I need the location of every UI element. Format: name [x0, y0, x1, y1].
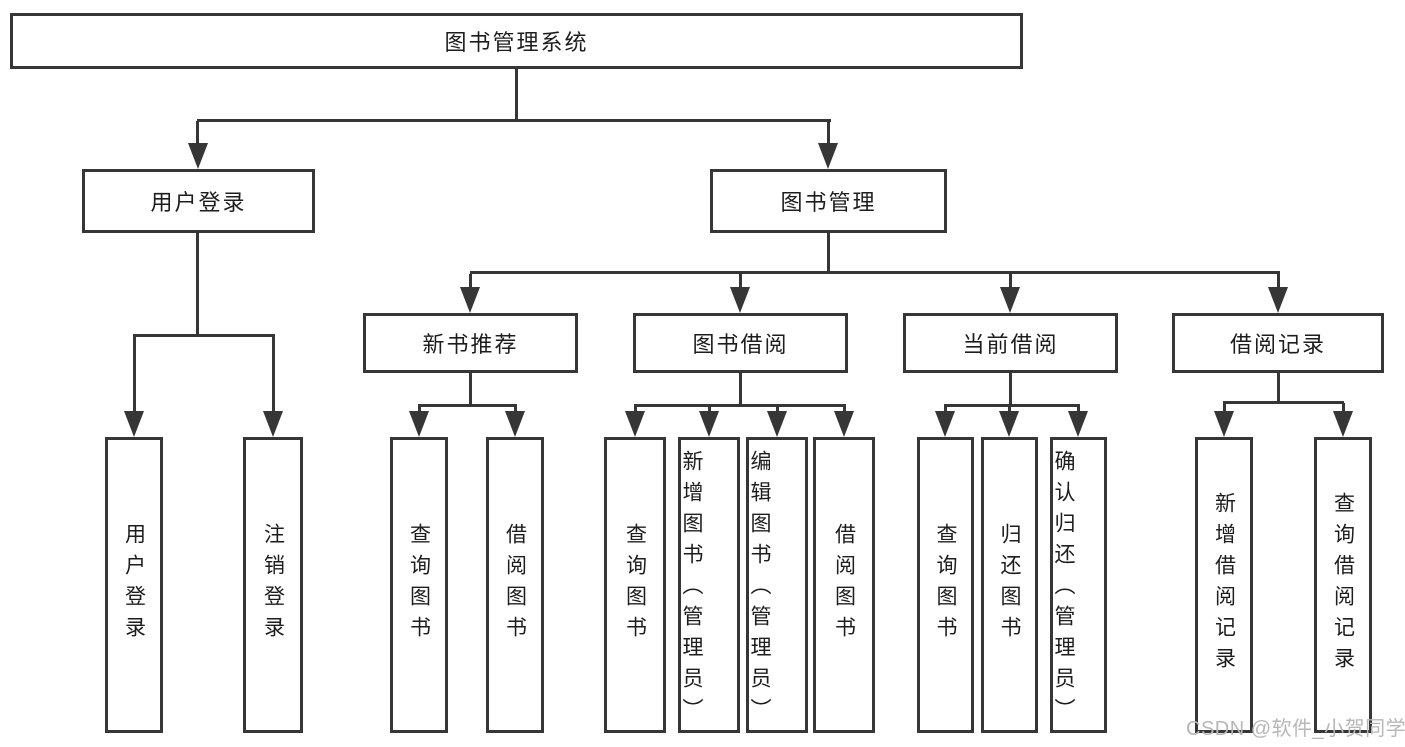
connector-line: [1277, 373, 1280, 404]
node-book-borrow: 图书借阅: [633, 313, 848, 373]
connector-arrowhead: [767, 411, 787, 437]
connector-arrowhead: [1000, 287, 1020, 313]
leaf-borrow-books: 借阅图书: [486, 437, 544, 733]
connector-line: [470, 271, 1280, 274]
connector-arrowhead: [699, 411, 719, 437]
node-root-label: 图书管理系统: [444, 30, 589, 55]
connector-line: [1223, 403, 1226, 414]
watermark: CSDN @软件_小贺同学: [1186, 718, 1405, 740]
connector-arrowhead: [818, 143, 838, 169]
connector-line: [944, 406, 947, 414]
connector-line: [133, 334, 275, 337]
connector-line: [708, 406, 711, 414]
connector-line: [418, 406, 421, 414]
connector-line: [1077, 406, 1080, 414]
connector-arrowhead: [834, 411, 854, 437]
connector-arrowhead: [1214, 411, 1234, 437]
leaf-confirm-return-admin: 确认归还（管理员）: [1050, 437, 1107, 733]
connector-line: [514, 406, 517, 414]
connector-line: [469, 373, 472, 406]
node-current-borrow-label: 当前借阅: [962, 332, 1059, 357]
leaf-add-book-admin: 新增图书（管理员）: [678, 437, 740, 733]
connector-line: [469, 274, 472, 289]
connector-line: [739, 373, 742, 406]
leaf-edit-book-admin: 编辑图书（管理员）: [746, 437, 808, 733]
connector-arrowhead: [263, 411, 283, 437]
connector-line: [827, 121, 830, 147]
connector-arrowhead: [625, 411, 645, 437]
connector-arrowhead: [1268, 287, 1288, 313]
connector-line: [634, 404, 846, 407]
connector-line: [739, 274, 742, 289]
leaf-borrow-books-2: 借阅图书: [813, 437, 875, 733]
connector-line: [634, 406, 637, 414]
leaf-user-login: 用户登录: [105, 437, 163, 733]
connector-line: [133, 337, 136, 415]
connector-line: [944, 404, 1080, 407]
connector-line: [1223, 401, 1344, 404]
leaf-query-books: 查询图书: [390, 437, 448, 733]
node-current-borrow: 当前借阅: [903, 313, 1118, 373]
node-user-login-label: 用户登录: [150, 190, 247, 215]
node-user-login: 用户登录: [82, 169, 315, 233]
connector-line: [1342, 403, 1345, 414]
connector-arrowhead: [505, 411, 525, 437]
connector-arrowhead: [460, 287, 480, 313]
connector-line: [197, 119, 831, 122]
leaf-query-books-2: 查询图书: [604, 437, 666, 733]
connector-arrowhead: [124, 411, 144, 437]
connector-arrowhead: [730, 287, 750, 313]
node-book-borrow-label: 图书借阅: [692, 332, 789, 357]
connector-line: [843, 406, 846, 414]
connector-arrowhead: [999, 411, 1019, 437]
node-borrow-records: 借阅记录: [1172, 313, 1384, 373]
leaf-logout: 注销登录: [243, 437, 303, 733]
connector-line: [1008, 406, 1011, 414]
connector-line: [1009, 373, 1012, 406]
node-book-management-label: 图书管理: [780, 190, 877, 215]
leaf-query-borrow-record: 查询借阅记录: [1314, 437, 1372, 733]
connector-line: [196, 121, 199, 147]
connector-line: [827, 233, 830, 274]
node-borrow-records-label: 借阅记录: [1229, 332, 1326, 357]
connector-line: [418, 404, 517, 407]
node-new-book-recommend: 新书推荐: [363, 313, 578, 373]
connector-arrowhead: [1068, 411, 1088, 437]
connector-arrowhead: [188, 143, 208, 169]
connector-arrowhead: [409, 411, 429, 437]
connector-line: [272, 337, 275, 415]
connector-arrowhead: [1333, 411, 1353, 437]
leaf-query-books-3: 查询图书: [917, 437, 974, 733]
leaf-return-book: 归还图书: [981, 437, 1038, 733]
connector-line: [515, 69, 518, 121]
connector-line: [1277, 274, 1280, 289]
node-book-management: 图书管理: [710, 169, 947, 233]
connector-line: [1009, 274, 1012, 289]
connector-arrowhead: [935, 411, 955, 437]
leaf-add-borrow-record: 新增借阅记录: [1195, 437, 1253, 733]
connector-line: [776, 406, 779, 414]
connector-line: [196, 233, 199, 336]
node-new-book-recommend-label: 新书推荐: [422, 332, 519, 357]
node-root: 图书管理系统: [10, 13, 1023, 69]
